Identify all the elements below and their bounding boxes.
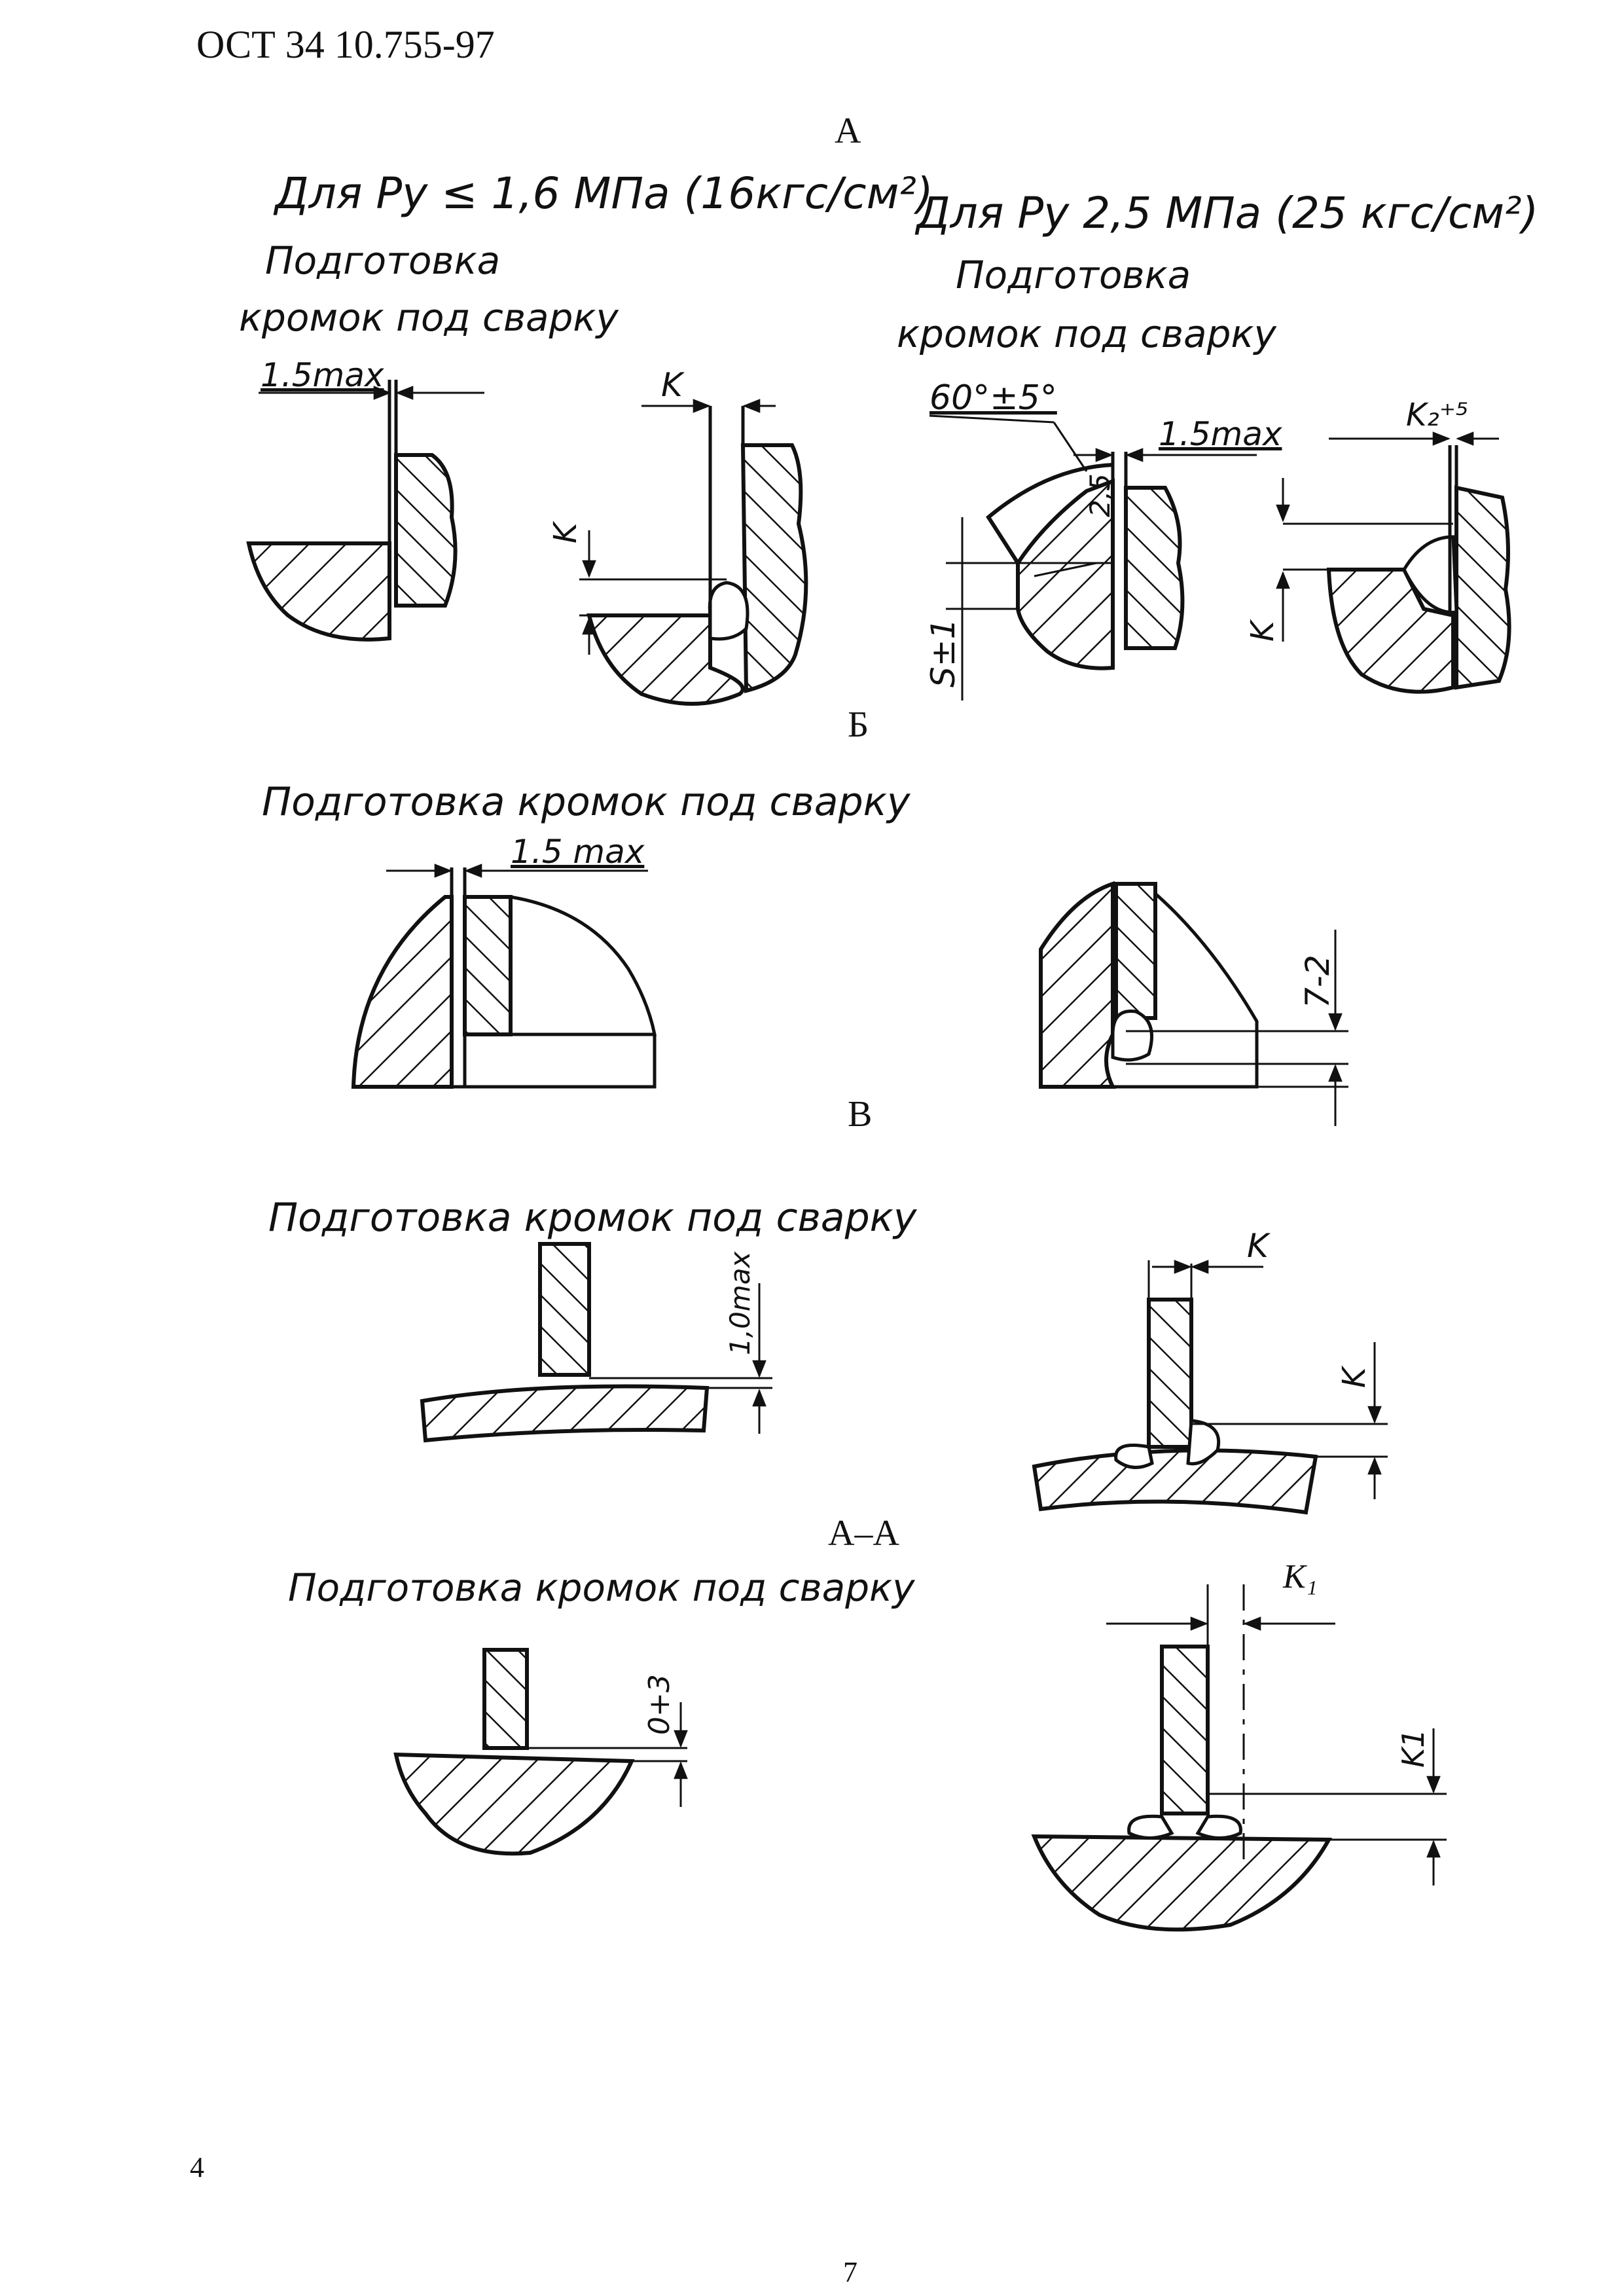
section-b-prep-sketch: 1.5 max bbox=[351, 833, 657, 1089]
section-b-dim-label: 7-2 bbox=[1299, 955, 1337, 1008]
section-v-prep-sketch: 1,0max bbox=[420, 1242, 772, 1443]
section-a-right-title: Для Ру 2,5 МПа (25 кгс/см²) bbox=[914, 188, 1538, 238]
document-code: ОСТ 34 10.755-97 bbox=[196, 23, 495, 66]
section-a-left-leg-side: K bbox=[547, 520, 584, 543]
section-b-weld-sketch: 7-2 bbox=[1039, 881, 1348, 1126]
section-aa-leg-side: K1 bbox=[1396, 1729, 1431, 1768]
section-a-right-leg-side: K bbox=[1244, 619, 1281, 642]
section-a-right-prep-sketch: 60°±5° 1.5max 2,5 S±1 bbox=[924, 378, 1282, 701]
section-a-right-weld-sketch: K₂⁺⁵ K bbox=[1244, 397, 1511, 694]
section-a-right-leg-k2-label: K₂⁺⁵ bbox=[1406, 397, 1468, 433]
footer-left-number: 4 bbox=[190, 2151, 204, 2183]
section-a-label: А bbox=[835, 111, 861, 151]
section-aa-prep-label: Подготовка кромок под сварку bbox=[288, 1565, 915, 1610]
section-v-leg-side: K bbox=[1336, 1365, 1373, 1388]
section-aa-gap-label: 0+3 bbox=[643, 1674, 676, 1735]
page-number: 7 bbox=[843, 2256, 857, 2288]
section-a-right-chamfer-label: 2,5 bbox=[1084, 473, 1116, 517]
section-a-left-prep-sketch: 1.5max bbox=[246, 356, 484, 642]
section-aa-label: А–А bbox=[828, 1513, 899, 1554]
section-a-left-title: Для Ру ≤ 1,6 МПа (16кгс/см²) bbox=[273, 168, 933, 219]
section-a-right-prep-line2: кромок под сварку bbox=[897, 312, 1276, 356]
section-a-left-prep-line2: кромок под сварку bbox=[239, 295, 619, 340]
section-b-prep-label: Подготовка кромок под сварку bbox=[262, 779, 911, 825]
section-v-prep-label: Подготовка кромок под сварку bbox=[268, 1195, 918, 1241]
section-a-right-angle-label: 60°±5° bbox=[929, 378, 1057, 418]
section-b-label: Б bbox=[848, 704, 869, 745]
section-v-gap-label: 1,0max bbox=[724, 1251, 756, 1355]
section-aa-weld-sketch: K₁ K1 bbox=[1031, 1558, 1447, 1932]
section-a-right-thickness-label: S±1 bbox=[924, 619, 962, 687]
section-a-right-prep-line1: Подготовка bbox=[956, 253, 1191, 297]
section-aa-prep-sketch: 0+3 bbox=[393, 1648, 688, 1856]
section-a-left-leg-top: K bbox=[661, 366, 685, 404]
section-v-leg-top: K bbox=[1247, 1227, 1271, 1265]
section-b-gap-label: 1.5 max bbox=[511, 833, 645, 871]
section-aa-leg-top: K₁ bbox=[1282, 1558, 1318, 1595]
section-a-left-weld-sketch: K K bbox=[547, 366, 808, 706]
section-v-label: В bbox=[848, 1094, 872, 1135]
section-v-weld-sketch: K K bbox=[1032, 1227, 1388, 1515]
section-a-right-gap-label: 1.5max bbox=[1159, 415, 1282, 453]
section-a-left-gap-label: 1.5max bbox=[261, 356, 384, 394]
section-a-left-prep-line1: Подготовка bbox=[265, 238, 500, 283]
